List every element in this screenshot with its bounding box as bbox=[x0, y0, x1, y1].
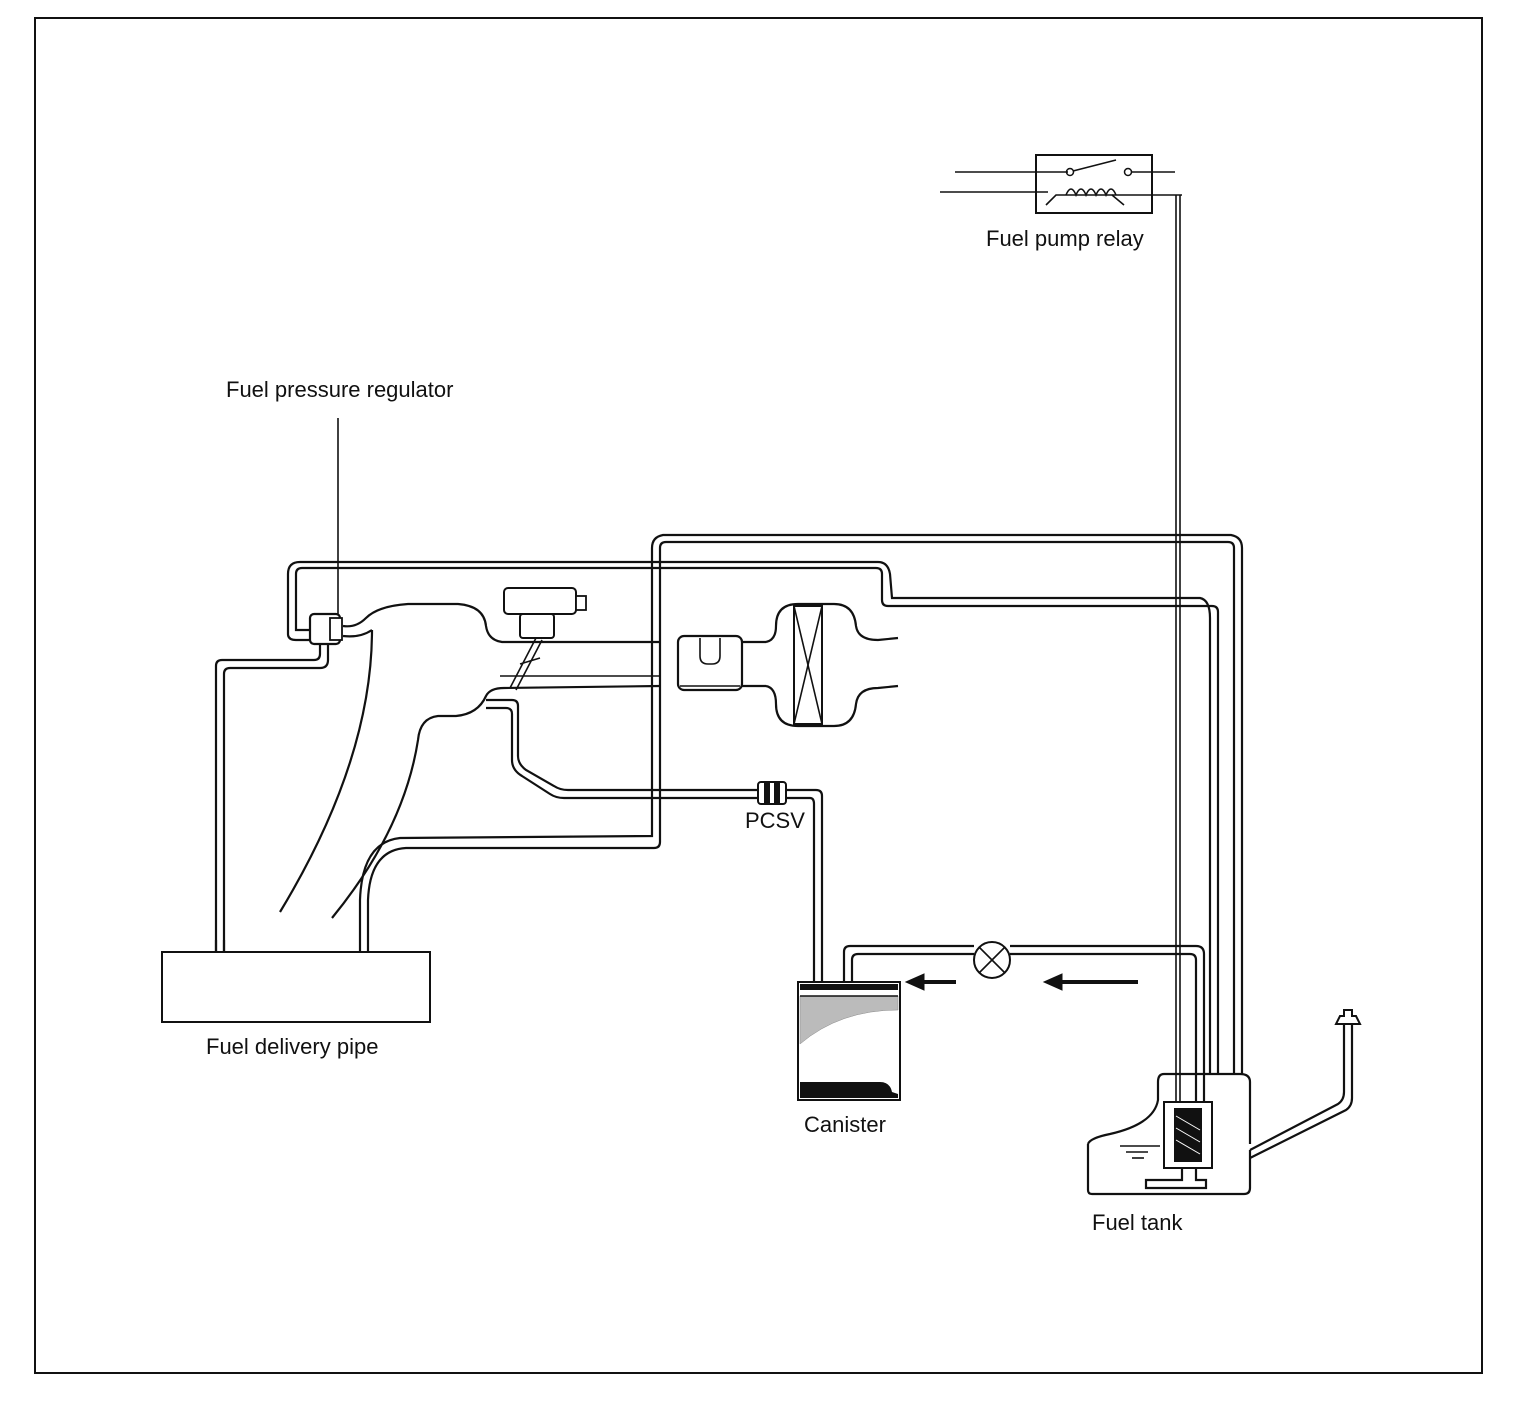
fuel-pressure-regulator bbox=[308, 418, 343, 646]
label-canister: Canister bbox=[804, 1112, 886, 1137]
return-line-outer bbox=[366, 540, 1236, 1075]
fuel-tank bbox=[1086, 1072, 1252, 1196]
fuel-delivery-pipe bbox=[161, 951, 431, 1023]
flow-arrow-icon bbox=[1042, 973, 1138, 991]
rollover-valve bbox=[973, 941, 1011, 979]
label-fuel-pump-relay: Fuel pump relay bbox=[986, 226, 1144, 251]
air-flow-sensor bbox=[676, 634, 766, 692]
regulator-return-line bbox=[214, 645, 322, 952]
label-fuel-pressure-regulator: Fuel pressure regulator bbox=[226, 377, 453, 402]
vapor-line bbox=[850, 952, 974, 982]
label-fuel-delivery-pipe: Fuel delivery pipe bbox=[206, 1034, 378, 1059]
filler-neck bbox=[1249, 1009, 1362, 1159]
label-pcsv: PCSV bbox=[745, 808, 805, 833]
label-fuel-tank: Fuel tank bbox=[1092, 1210, 1183, 1235]
diagram-frame bbox=[34, 17, 1483, 1374]
idle-speed-actuator bbox=[503, 587, 587, 691]
flow-arrow-icon bbox=[904, 973, 956, 991]
pcsv-valve bbox=[757, 781, 787, 805]
fuel-pump-relay bbox=[940, 154, 1182, 214]
feed-line bbox=[294, 566, 1220, 1075]
purge-line bbox=[486, 698, 758, 792]
air-cleaner bbox=[765, 602, 899, 728]
canister bbox=[797, 981, 901, 1101]
intake-manifold bbox=[279, 602, 661, 919]
